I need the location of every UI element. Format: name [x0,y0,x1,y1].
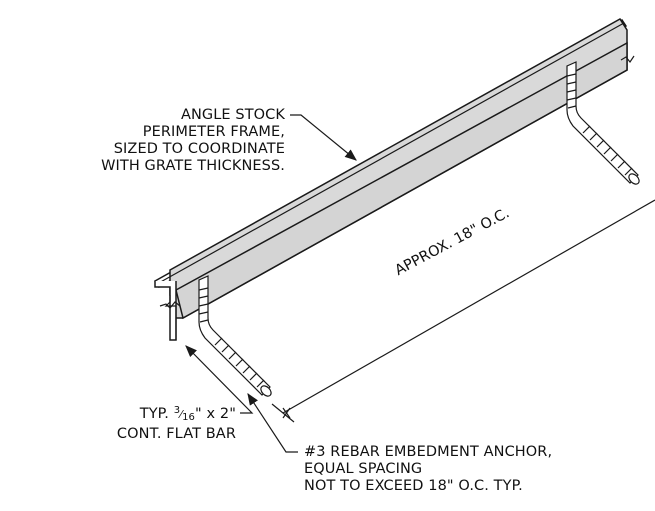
leader-flat-bar [185,345,254,414]
rebar-anchor-left [198,275,272,397]
angle-fold-line [156,22,625,285]
leader-rebar [247,392,298,453]
dimension-line [271,199,655,423]
break-symbol-right [620,55,635,64]
flat-bar-fraction: 3⁄16 [173,405,196,423]
label-angle-stock-line1: ANGLE STOCK [180,107,285,123]
label-flat-bar: TYP. 3⁄16" x 2" CONT. FLAT BAR [8,402,236,443]
label-angle-stock-line2: PERIMETER FRAME, [142,124,285,140]
flat-bar-suffix: " x 2" [195,406,236,422]
flat-bar-prefix: TYP. [139,406,174,422]
angle-end-profile [154,281,177,341]
label-rebar: #3 REBAR EMBEDMENT ANCHOR, EQUAL SPACING… [304,444,552,495]
fraction-denominator: 16 [182,412,196,423]
fraction-numerator: 3 [173,405,181,416]
label-flat-bar-line2: CONT. FLAT BAR [116,426,236,442]
label-angle-stock-line4: WITH GRATE THICKNESS. [101,158,285,174]
label-rebar-line2: EQUAL SPACING [304,461,423,477]
label-flat-bar-line1: TYP. 3⁄16" x 2" [8,402,236,426]
break-symbol-left [159,301,181,309]
rebar-anchor-right [566,61,640,185]
flat-bar-face [175,41,628,320]
label-rebar-line1: #3 REBAR EMBEDMENT ANCHOR, [304,444,553,460]
flat-bar-end-profile [164,295,177,340]
leader-angle-stock [290,114,357,161]
label-angle-stock-line3: SIZED TO COORDINATE [113,141,285,157]
label-angle-stock: ANGLE STOCK PERIMETER FRAME, SIZED TO CO… [2,107,285,175]
label-rebar-line3: NOT TO EXCEED 18" O.C. TYP. [304,478,523,494]
